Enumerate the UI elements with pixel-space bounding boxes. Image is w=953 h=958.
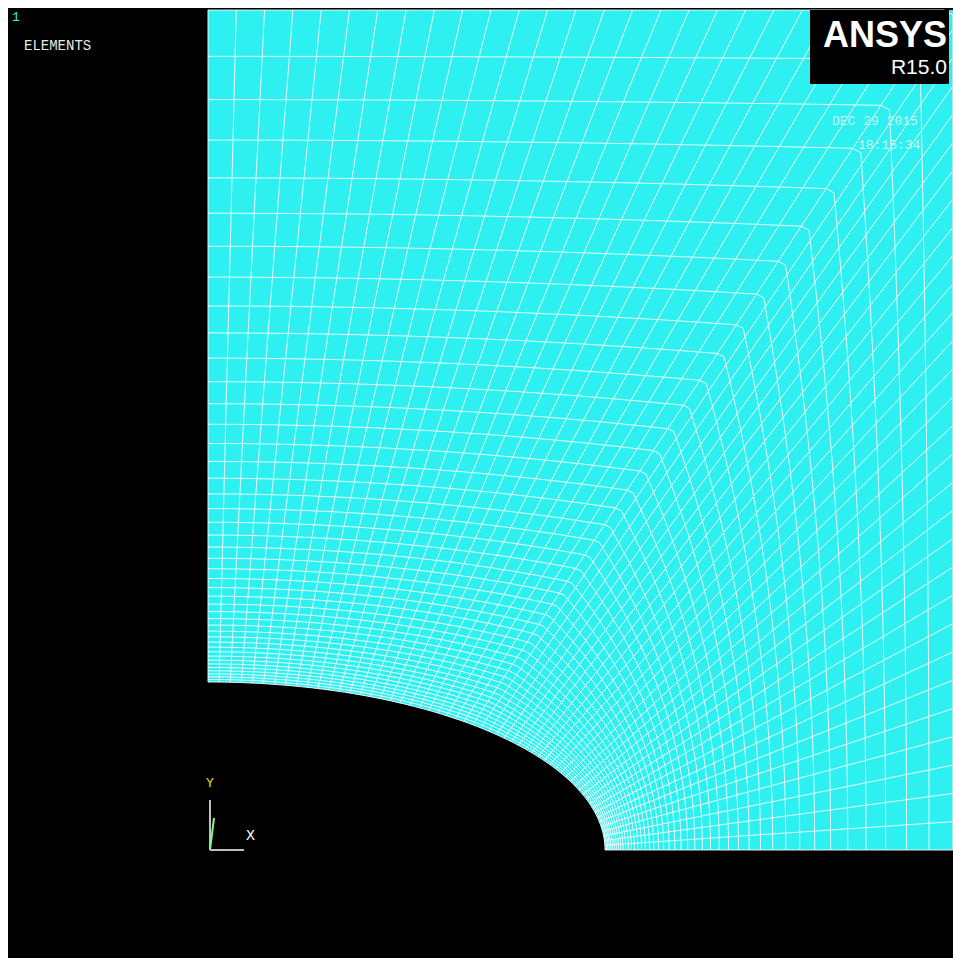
- mesh-line: [532, 227, 953, 753]
- mesh-line: [208, 671, 611, 850]
- date-stamp: DEC 29 2015: [832, 114, 918, 129]
- mesh-line: [208, 277, 815, 850]
- plot-title: ELEMENTS: [24, 38, 91, 54]
- mesh-line: [208, 213, 848, 850]
- mesh-line: [208, 404, 749, 850]
- window-number: 1: [12, 10, 20, 25]
- mesh-line: [208, 596, 650, 850]
- mesh-line: [438, 10, 831, 713]
- mesh-line: [208, 10, 953, 850]
- mesh-line: [208, 579, 659, 851]
- mesh-line: [590, 567, 953, 804]
- axis-label: Y: [206, 776, 214, 791]
- axis-label: X: [246, 828, 255, 845]
- mesh-line: [208, 522, 688, 850]
- mesh-line: [208, 637, 628, 850]
- mesh-line: [208, 547, 675, 850]
- mesh-line: [208, 682, 605, 850]
- mesh-line: [208, 461, 719, 850]
- mesh-line: [241, 10, 293, 683]
- mesh-line: [208, 619, 638, 851]
- mesh-line: [219, 10, 236, 682]
- x-axis: [210, 849, 244, 851]
- mesh-line: [586, 539, 953, 799]
- mesh-line: [208, 306, 800, 850]
- mesh-line: [208, 478, 711, 850]
- mesh-lines: [208, 10, 953, 850]
- mesh-line: [208, 100, 907, 850]
- mesh-line: [566, 397, 953, 777]
- mesh-line: [208, 664, 614, 850]
- mesh-line: [208, 677, 608, 850]
- mesh-line: [208, 604, 645, 850]
- mesh-line: [601, 709, 953, 827]
- mesh-line: [208, 625, 635, 850]
- logo-text: ANSYS: [818, 14, 947, 55]
- mesh-line: [208, 444, 729, 851]
- mesh-line: [208, 333, 786, 850]
- mesh-line: [296, 10, 434, 686]
- mesh-line: [208, 660, 616, 850]
- mesh-line: [504, 114, 953, 738]
- mesh-line: [208, 631, 631, 850]
- mesh-line: [481, 29, 953, 728]
- mesh-line: [275, 10, 378, 684]
- mesh-line: [208, 424, 739, 850]
- mesh-line: [597, 652, 953, 817]
- mesh-line: [575, 454, 953, 786]
- axis-triad: [210, 800, 244, 850]
- mesh-line: [208, 612, 642, 850]
- mesh-line: [208, 140, 886, 850]
- logo-box: ANSYSR15.0: [810, 10, 949, 84]
- version-text: R15.0: [818, 55, 947, 79]
- mesh-line: [329, 10, 520, 690]
- mesh-line: [230, 10, 264, 682]
- mesh-line: [208, 647, 623, 850]
- mesh-line: [208, 558, 669, 850]
- mesh-line: [208, 178, 866, 850]
- mesh-line: [400, 10, 718, 703]
- mesh-line: [208, 494, 702, 850]
- mesh-line: [208, 358, 773, 850]
- mesh-line: [390, 10, 689, 701]
- mesh-line: [350, 10, 576, 693]
- mesh-line: [208, 246, 831, 850]
- mesh-line: [208, 652, 621, 850]
- mesh-line: [605, 850, 953, 851]
- mesh-line: [561, 369, 953, 773]
- mesh-line: [208, 588, 654, 850]
- mesh-line: [318, 10, 491, 689]
- mesh-line: [208, 656, 618, 850]
- time-stamp: 18:15:34: [858, 138, 920, 153]
- mesh-line: [208, 509, 695, 850]
- mesh-line: [208, 569, 664, 850]
- mesh-line: [579, 482, 953, 790]
- mesh-line: [360, 10, 604, 695]
- mesh-line: [208, 382, 761, 850]
- mesh-line: [419, 10, 774, 708]
- plate-region: [208, 10, 953, 850]
- mesh-line: [429, 10, 803, 710]
- mesh-line: [252, 10, 321, 683]
- z-axis: [210, 818, 214, 850]
- mesh-line: [208, 535, 681, 850]
- mesh-line: [518, 171, 953, 746]
- mesh-line: [595, 624, 953, 813]
- mesh-line: [208, 680, 606, 851]
- mesh-line: [208, 668, 613, 851]
- mesh-line: [264, 10, 350, 684]
- mesh-line: [339, 10, 547, 691]
- mesh-line: [208, 56, 929, 850]
- viewport: [8, 8, 953, 958]
- mesh-line: [525, 199, 953, 749]
- mesh-line: [208, 10, 209, 682]
